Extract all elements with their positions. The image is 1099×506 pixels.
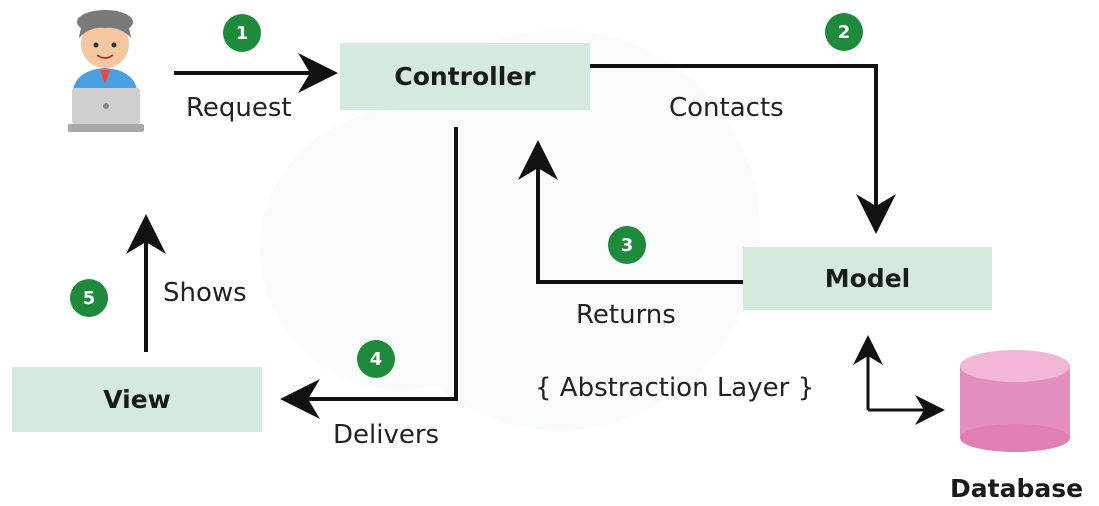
database-label: Database bbox=[950, 474, 1084, 503]
background-watermark bbox=[260, 30, 760, 430]
controller-box: Controller bbox=[340, 43, 590, 110]
step-5-badge: 5 bbox=[70, 279, 108, 317]
step-3-badge: 3 bbox=[608, 226, 646, 264]
step-4-badge: 4 bbox=[357, 340, 395, 378]
shows-label: Shows bbox=[163, 278, 247, 308]
contacts-arrow bbox=[590, 64, 896, 234]
view-box: View bbox=[12, 367, 262, 432]
returns-label: Returns bbox=[576, 300, 676, 330]
contacts-label: Contacts bbox=[669, 93, 784, 123]
model-database-link bbox=[853, 335, 945, 425]
step-2-badge: 2 bbox=[825, 13, 863, 51]
model-box: Model bbox=[743, 247, 992, 310]
returns-arrow bbox=[518, 140, 743, 284]
abstraction-layer-label: { Abstraction Layer } bbox=[535, 373, 815, 403]
delivers-label: Delivers bbox=[333, 420, 440, 450]
database-icon bbox=[960, 350, 1070, 452]
request-label: Request bbox=[186, 93, 292, 123]
step-1-badge: 1 bbox=[223, 14, 261, 52]
user-icon bbox=[68, 10, 144, 132]
delivers-arrow bbox=[280, 127, 458, 419]
